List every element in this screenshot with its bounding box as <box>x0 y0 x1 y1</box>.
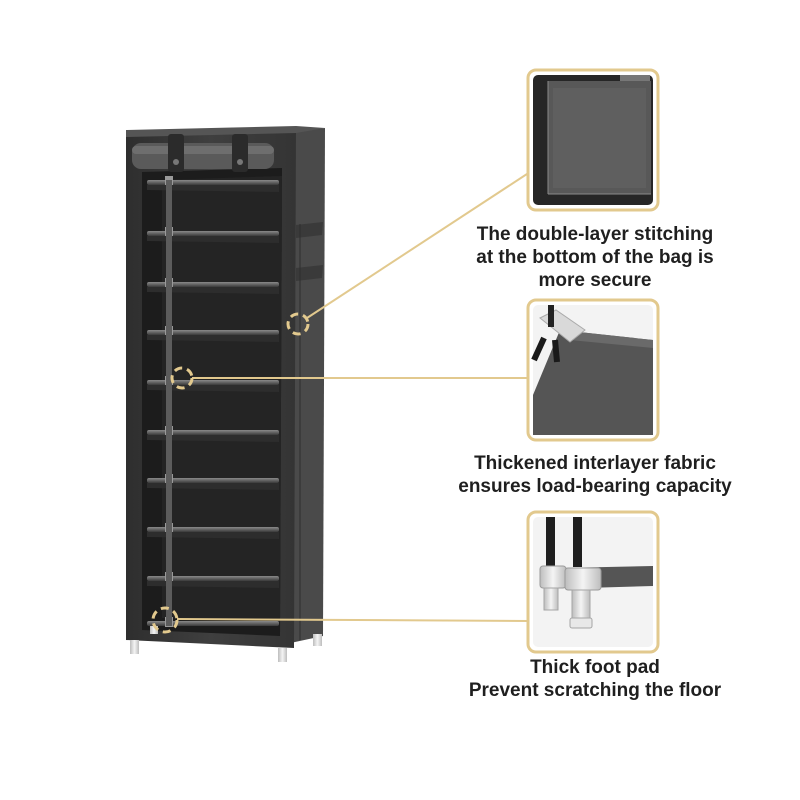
callout-lines <box>176 171 531 622</box>
strap-right <box>232 134 248 172</box>
callout-line-stitching <box>306 171 531 319</box>
caption-line: The double-layer stitching <box>476 224 714 245</box>
strap-left <box>168 134 184 172</box>
caption-line: more secure <box>538 270 652 291</box>
foot-pads <box>130 626 322 662</box>
caption-line: at the bottom of the bag is <box>476 247 714 268</box>
callout-marker-stitching <box>286 312 310 336</box>
caption-line: Thick foot pad <box>530 657 660 678</box>
caption-line: ensures load-bearing capacity <box>458 476 732 497</box>
shoe-rack <box>126 126 325 662</box>
detail-panel-stitching <box>526 68 660 212</box>
detail-panel-fabric <box>526 298 660 442</box>
caption-line: Prevent scratching the floor <box>468 680 722 701</box>
caption-foot: Thick foot pad Prevent scratching the fl… <box>420 656 770 702</box>
callout-line-foot <box>176 618 529 622</box>
caption-fabric: Thickened interlayer fabric ensures load… <box>420 452 770 498</box>
detail-panel-foot <box>526 510 660 654</box>
caption-line: Thickened interlayer fabric <box>474 453 716 474</box>
caption-stitching: The double-layer stitching at the bottom… <box>420 223 770 292</box>
